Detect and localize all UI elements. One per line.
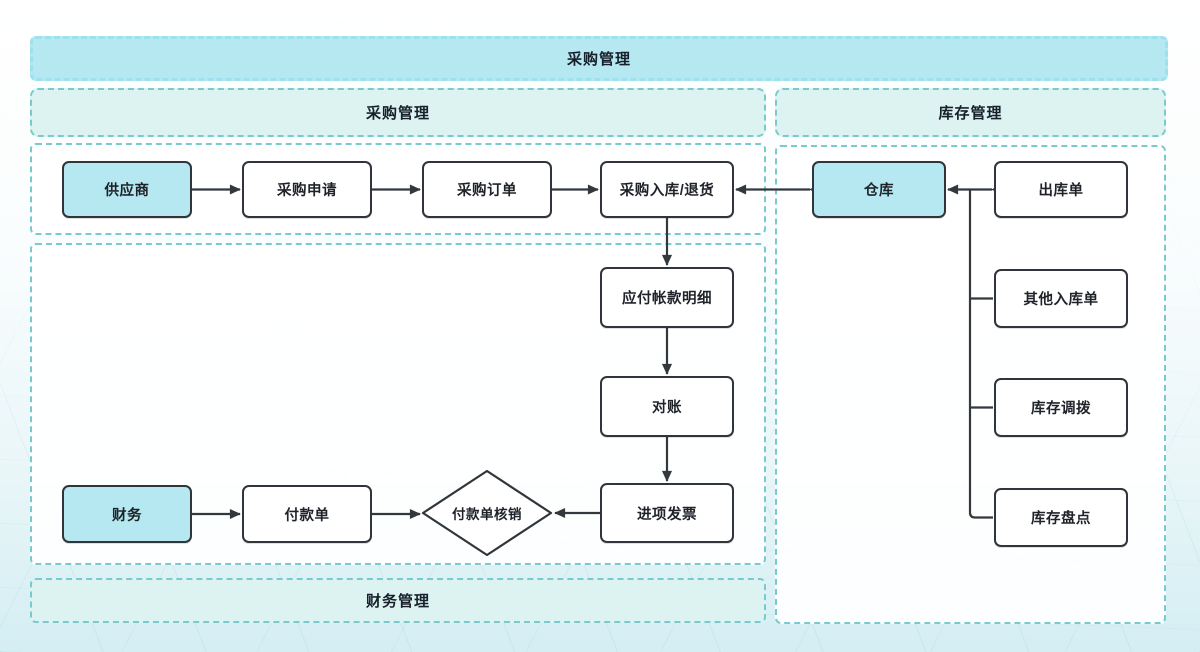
node-purchase-inbound-return: 采购入库/退货 — [600, 161, 734, 218]
top-banner-label: 采购管理 — [566, 51, 631, 68]
node-payment-order: 付款单 — [242, 485, 372, 543]
node-outbound-order: 出库单 — [994, 161, 1128, 218]
finance-section-banner: 财务管理 — [30, 578, 766, 623]
finance-section-label: 财务管理 — [365, 593, 430, 610]
inventory-section-header: 库存管理 — [775, 88, 1166, 137]
node-payment-writeoff: 付款单核销 — [421, 469, 553, 557]
node-reconciliation: 对账 — [600, 376, 734, 437]
node-input-invoice: 进项发票 — [600, 483, 734, 543]
node-other-inbound-order: 其他入库单 — [994, 269, 1128, 328]
node-warehouse: 仓库 — [812, 161, 946, 218]
purchase-section-label: 采购管理 — [365, 105, 430, 122]
node-accounts-payable-detail: 应付帐款明细 — [600, 267, 734, 328]
node-payment-writeoff-label: 付款单核销 — [452, 507, 522, 522]
top-banner: 采购管理 — [30, 36, 1168, 81]
node-inventory-transfer: 库存调拨 — [994, 378, 1128, 437]
node-finance: 财务 — [62, 485, 192, 543]
purchase-section-header: 采购管理 — [30, 88, 766, 137]
node-supplier: 供应商 — [62, 161, 192, 218]
inventory-section-label: 库存管理 — [938, 105, 1003, 122]
node-purchase-request: 采购申请 — [242, 161, 372, 218]
node-inventory-count: 库存盘点 — [994, 488, 1128, 547]
diamond-shape — [421, 469, 553, 557]
node-purchase-order: 采购订单 — [422, 161, 552, 218]
